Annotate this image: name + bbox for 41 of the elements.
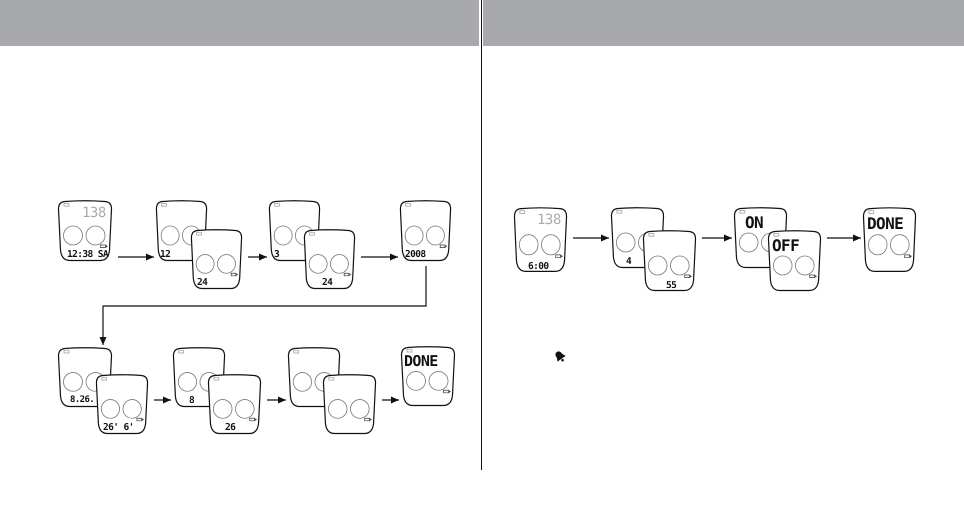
lcd-readout: DONE	[867, 216, 904, 232]
lcd-screen	[767, 230, 822, 292]
lcd-readout: 26' 6'	[103, 423, 134, 432]
lcd-screen	[95, 374, 149, 435]
lcd-screen	[322, 374, 377, 435]
lcd-screen	[207, 374, 262, 435]
lcd-screen	[642, 230, 697, 292]
lcd-readout: 138	[82, 206, 106, 220]
arrow	[267, 396, 286, 404]
arrow	[702, 234, 732, 242]
lcd-screen	[57, 200, 113, 262]
lcd-readout: 12:38 SA	[67, 250, 108, 260]
lcd-screen	[513, 207, 568, 273]
lcd-readout: ON	[745, 215, 764, 231]
lcd-readout: 8.26.	[70, 396, 94, 405]
lcd-screen	[303, 229, 356, 290]
lcd-readout: 12	[160, 250, 170, 260]
lcd-screen	[190, 229, 243, 290]
lcd-readout: 4	[626, 257, 632, 266]
arrow	[100, 266, 427, 345]
lcd-readout: 24	[197, 278, 208, 288]
lcd-readout: OFF	[772, 238, 800, 254]
arrow	[827, 234, 861, 242]
lcd-readout: 26	[225, 423, 236, 432]
lcd-readout: 138	[537, 213, 561, 227]
arrow	[248, 254, 267, 260]
lcd-readout: 8	[189, 396, 194, 406]
arrow	[382, 396, 399, 404]
arrow	[118, 254, 154, 260]
lcd-readout: 55	[666, 281, 676, 290]
arrow	[154, 396, 171, 404]
lcd-readout: 3	[274, 250, 280, 260]
lcd-screen	[400, 346, 456, 407]
lcd-readout: 24	[322, 278, 332, 288]
lcd-readout: 2008	[405, 250, 426, 260]
lcd-screen	[399, 200, 452, 262]
lcd-readout: 6:00	[528, 262, 548, 272]
arrow	[573, 234, 609, 242]
lcd-screen	[862, 207, 917, 273]
arrow	[361, 254, 398, 260]
lcd-readout: DONE	[404, 354, 438, 369]
